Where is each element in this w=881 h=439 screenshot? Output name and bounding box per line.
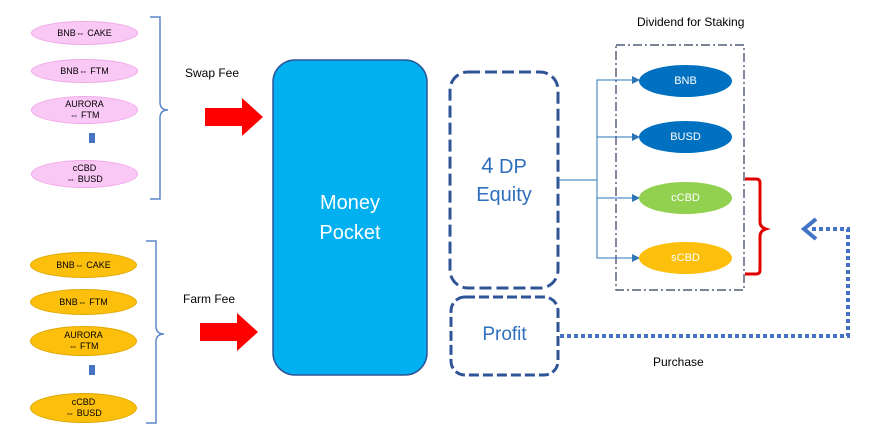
equity-number: 4 — [481, 153, 494, 178]
farm-ellipsis-marker — [89, 365, 95, 375]
purchase-label: Purchase — [653, 355, 704, 369]
dividend-title: Dividend for Staking — [637, 15, 745, 29]
token-scbd: sCBD — [639, 242, 732, 274]
money-pocket-box — [272, 59, 428, 376]
money-pocket-label: Money Pocket — [273, 188, 427, 248]
dividend-box — [615, 44, 745, 291]
farm-bracket — [146, 240, 165, 424]
swap-fee-arrow — [205, 98, 263, 136]
farm-fee-arrow — [200, 313, 258, 351]
money-pocket-line1: Money — [319, 192, 381, 214]
purchase-arrowhead — [800, 217, 818, 241]
farm-fee-label: Farm Fee — [183, 292, 236, 306]
swap-ellipsis-marker — [89, 133, 95, 143]
swap-pair-bnb-ftm: BNB⇔ FTM — [31, 59, 138, 83]
farm-pair-bnb-ftm: BNB⇔ FTM — [30, 289, 137, 315]
money-pocket-line2: Pocket — [319, 222, 381, 244]
swap-fee-label: Swap Fee — [185, 66, 240, 80]
swap-pair-aurora-ftm: AURORA ⇔ FTM — [31, 96, 138, 124]
swap-pair-bnb-cake: BNB⇔ CAKE — [31, 21, 138, 45]
equity-label: 4 DP Equity — [450, 152, 558, 209]
distribution-connectors — [558, 79, 636, 259]
farm-pair-ccbd-busd: cCBD ⇔ BUSD — [30, 393, 137, 423]
equity-line1: 4 DP — [450, 152, 558, 181]
swap-bracket — [150, 16, 169, 200]
token-ccbd: cCBD — [639, 182, 732, 214]
equity-line2: Equity — [476, 184, 532, 206]
farm-pair-aurora-ftm: AURORA ⇔ FTM — [30, 326, 137, 356]
profit-box — [449, 295, 560, 377]
profit-label: Profit — [482, 324, 527, 345]
token-busd: BUSD — [639, 121, 732, 153]
purchase-loop — [560, 227, 850, 338]
equity-dp: DP — [499, 156, 527, 178]
token-bnb: BNB — [639, 65, 732, 97]
swap-pair-ccbd-busd: cCBD ⇔ BUSD — [31, 160, 138, 188]
staking-bracket — [745, 177, 771, 276]
farm-pair-bnb-cake: BNB⇔ CAKE — [30, 252, 137, 278]
